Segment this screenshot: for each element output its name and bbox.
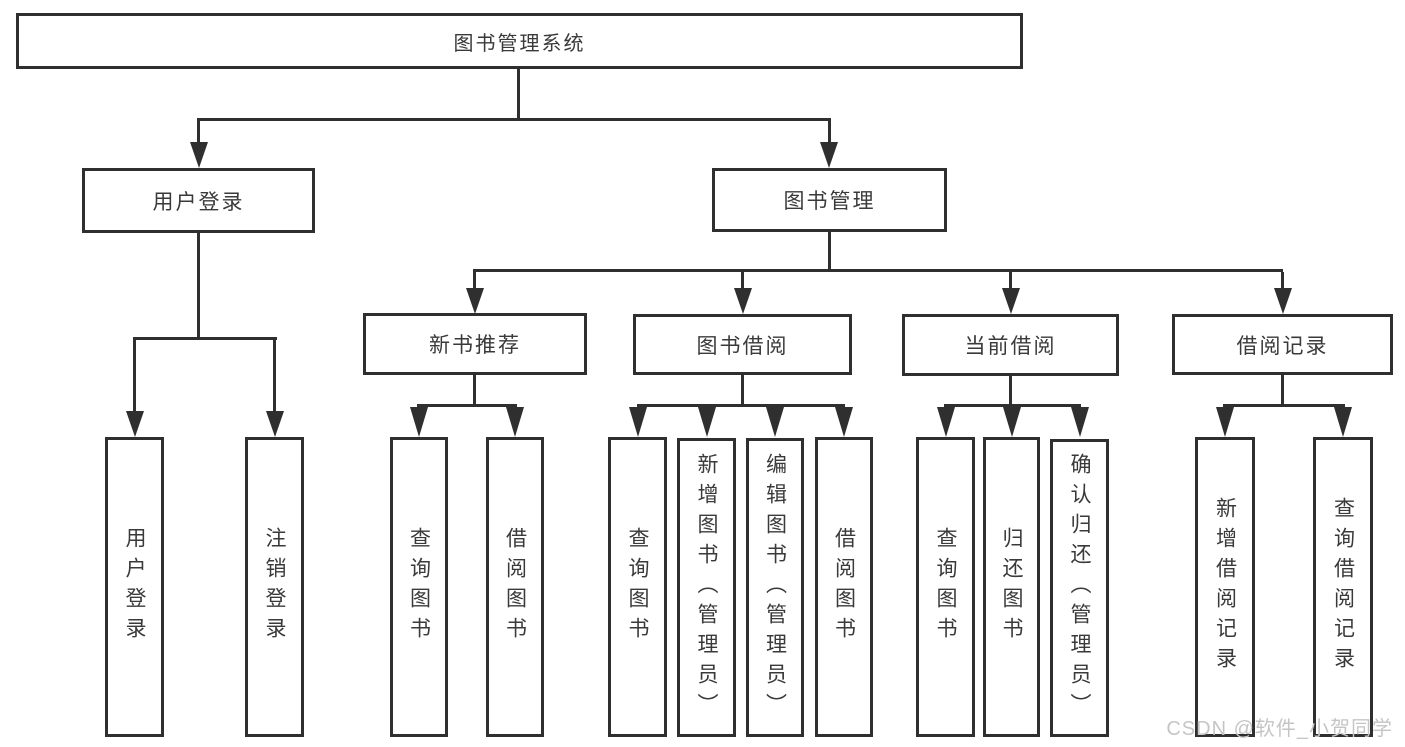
node-user-login-label: 用户登录 — [152, 190, 245, 214]
connector-line — [1281, 272, 1284, 290]
leaf-label: 新增图书（管理员） — [695, 452, 718, 723]
connector-line — [417, 404, 517, 407]
leaf-user-login: 用户登录 — [105, 437, 164, 737]
node-borrow-records: 借阅记录 — [1172, 314, 1393, 375]
leaf-borrow-book-2: 借阅图书 — [815, 437, 873, 737]
leaf-label: 用户登录 — [123, 527, 146, 647]
connector-line — [1281, 375, 1284, 406]
leaf-label: 确认归还（管理员） — [1068, 453, 1091, 723]
node-book-borrow: 图书借阅 — [633, 314, 852, 375]
node-book-management: 图书管理 — [712, 168, 947, 232]
connector-arrowhead — [1274, 288, 1292, 314]
node-user-login: 用户登录 — [82, 168, 315, 233]
connector-arrowhead — [506, 407, 524, 437]
connector-arrowhead — [1334, 407, 1352, 437]
connector-line — [1009, 376, 1012, 406]
connector-arrowhead — [1002, 288, 1020, 314]
connector-arrowhead — [266, 411, 284, 437]
leaf-add-borrow-record: 新增借阅记录 — [1195, 437, 1255, 737]
connector-arrowhead — [835, 407, 853, 437]
connector-line — [197, 233, 200, 340]
leaf-query-book-1: 查询图书 — [390, 437, 448, 737]
node-book-borrow-label: 图书借阅 — [696, 334, 789, 358]
node-root: 图书管理系统 — [16, 13, 1023, 69]
connector-line — [197, 118, 831, 121]
node-borrow-records-label: 借阅记录 — [1236, 334, 1329, 358]
connector-line — [133, 337, 277, 340]
connector-line — [828, 232, 831, 271]
connector-arrowhead — [766, 407, 784, 437]
leaf-label: 借阅图书 — [503, 527, 527, 647]
connector-line — [273, 340, 276, 411]
watermark-text: CSDN @软件_小贺同学 — [1166, 718, 1393, 740]
leaf-label: 查询图书 — [934, 527, 957, 647]
connector-arrowhead — [466, 288, 484, 314]
leaf-add-book-admin: 新增图书（管理员） — [677, 438, 736, 737]
node-new-book-recommend: 新书推荐 — [363, 313, 587, 375]
leaf-return-book: 归还图书 — [983, 437, 1040, 737]
connector-line — [637, 404, 845, 407]
connector-arrowhead — [698, 407, 716, 437]
leaf-label: 编辑图书（管理员） — [763, 452, 787, 723]
connector-arrowhead — [820, 142, 838, 168]
connector-arrowhead — [1003, 407, 1021, 437]
leaf-label: 借阅图书 — [832, 527, 856, 647]
connector-line — [197, 121, 200, 144]
connector-line — [1223, 404, 1345, 407]
connector-arrowhead — [629, 407, 647, 437]
connector-line — [473, 272, 476, 290]
connector-line — [741, 272, 744, 290]
leaf-label: 归还图书 — [1000, 527, 1023, 647]
leaf-borrow-book-1: 借阅图书 — [486, 437, 544, 737]
connector-line — [741, 375, 744, 406]
node-book-management-label: 图书管理 — [783, 190, 876, 213]
node-root-label: 图书管理系统 — [453, 32, 586, 55]
connector-line — [944, 404, 1081, 407]
node-new-book-recommend-label: 新书推荐 — [429, 334, 521, 357]
leaf-query-book-3: 查询图书 — [916, 437, 975, 737]
leaf-label: 查询借阅记录 — [1331, 497, 1355, 677]
leaf-label: 查询图书 — [626, 527, 649, 647]
connector-line — [473, 375, 476, 406]
leaf-query-book-2: 查询图书 — [608, 437, 667, 737]
leaf-edit-book-admin: 编辑图书（管理员） — [746, 438, 804, 737]
node-current-borrow: 当前借阅 — [902, 314, 1119, 376]
leaf-query-borrow-record: 查询借阅记录 — [1313, 437, 1373, 737]
connector-line — [517, 69, 520, 120]
leaf-logout: 注销登录 — [245, 437, 304, 737]
connector-line — [828, 121, 831, 144]
connector-arrowhead — [937, 407, 955, 437]
connector-arrowhead — [190, 142, 208, 168]
connector-arrowhead — [1216, 407, 1234, 437]
connector-line — [1009, 272, 1012, 290]
leaf-confirm-return-admin: 确认归还（管理员） — [1050, 439, 1109, 737]
leaf-label: 注销登录 — [263, 527, 286, 647]
connector-line — [133, 340, 136, 411]
connector-line — [473, 269, 1283, 272]
leaf-label: 新增借阅记录 — [1213, 497, 1237, 677]
connector-arrowhead — [1071, 407, 1089, 437]
connector-arrowhead — [734, 288, 752, 314]
node-current-borrow-label: 当前借阅 — [964, 335, 1057, 358]
connector-arrowhead — [126, 411, 144, 437]
connector-arrowhead — [410, 407, 428, 437]
leaf-label: 查询图书 — [407, 527, 431, 647]
